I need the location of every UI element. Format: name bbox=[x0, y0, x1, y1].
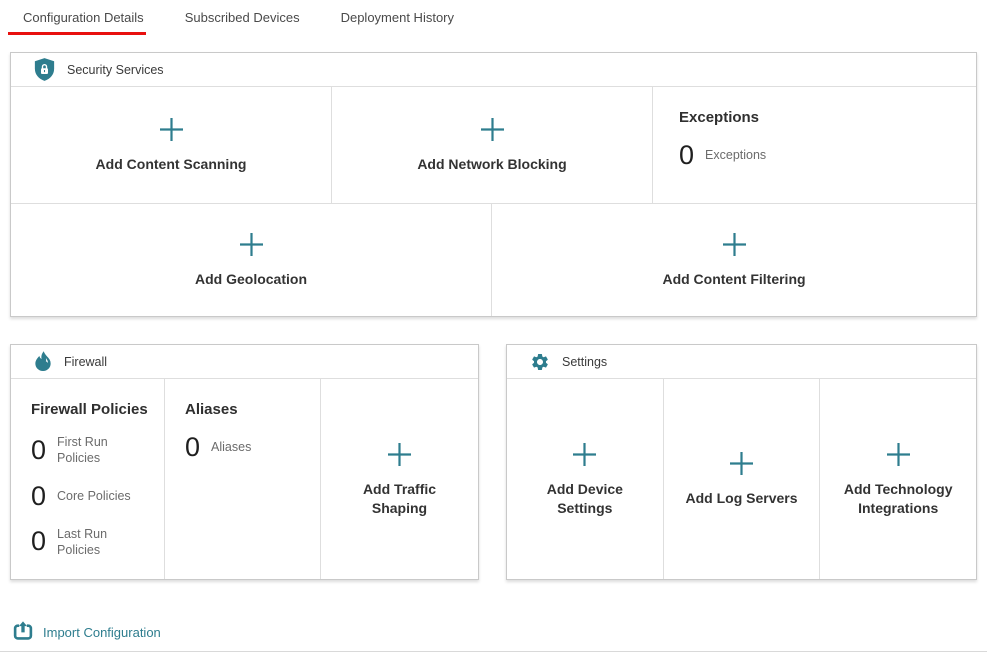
plus-icon bbox=[728, 450, 755, 482]
add-technology-integrations-button[interactable]: Add Technology Integrations bbox=[819, 379, 976, 579]
core-policies-stat: 0 Core Policies bbox=[31, 480, 158, 511]
tab-subscribed-devices[interactable]: Subscribed Devices bbox=[184, 10, 300, 25]
add-technology-integrations-label: Add Technology Integrations bbox=[843, 481, 953, 516]
settings-panel: Settings Add Device Settings Add Log Ser… bbox=[506, 344, 977, 580]
aliases-count: 0 bbox=[185, 432, 201, 462]
security-services-header: Security Services bbox=[11, 53, 976, 87]
exceptions-title: Exceptions bbox=[679, 109, 760, 126]
plus-icon bbox=[386, 441, 413, 473]
plus-icon bbox=[479, 116, 506, 148]
security-services-title: Security Services bbox=[67, 62, 164, 77]
firewall-header: Firewall bbox=[11, 345, 478, 379]
exceptions-count: 0 bbox=[679, 140, 695, 170]
add-device-settings-button[interactable]: Add Device Settings bbox=[507, 379, 663, 579]
import-upload-icon bbox=[12, 620, 34, 644]
shield-lock-icon bbox=[34, 58, 55, 81]
plus-icon bbox=[885, 441, 912, 473]
firewall-policies-cell[interactable]: Firewall Policies 0 First Run Policies 0… bbox=[11, 379, 164, 579]
first-run-policies-count: 0 bbox=[31, 434, 47, 465]
tab-bar: Configuration Details Subscribed Devices… bbox=[0, 0, 987, 52]
import-configuration-label: Import Configuration bbox=[43, 624, 161, 640]
add-traffic-shaping-label: Add Traffic Shaping bbox=[362, 481, 437, 516]
security-services-panel: Security Services Add Content Scanning A… bbox=[10, 52, 977, 317]
add-log-servers-button[interactable]: Add Log Servers bbox=[662, 379, 820, 579]
last-run-policies-count: 0 bbox=[31, 526, 47, 557]
add-network-blocking-label: Add Network Blocking bbox=[417, 156, 567, 173]
security-row-2: Add Geolocation Add Content Filtering bbox=[11, 204, 976, 316]
tab-deployment-history[interactable]: Deployment History bbox=[340, 10, 455, 25]
add-traffic-shaping-button[interactable]: Add Traffic Shaping bbox=[320, 379, 478, 579]
exceptions-cell[interactable]: Exceptions 0 Exceptions bbox=[652, 87, 976, 203]
bottom-panels-row: Firewall Firewall Policies 0 First Run P… bbox=[10, 344, 977, 580]
plus-icon bbox=[158, 116, 185, 148]
add-device-settings-label: Add Device Settings bbox=[546, 481, 623, 516]
import-configuration-link[interactable]: Import Configuration bbox=[12, 620, 161, 644]
add-content-filtering-label: Add Content Filtering bbox=[662, 271, 806, 288]
gear-icon bbox=[530, 352, 550, 372]
aliases-cell[interactable]: Aliases 0 Aliases bbox=[164, 379, 320, 579]
plus-icon bbox=[238, 231, 265, 263]
settings-body: Add Device Settings Add Log Servers Add … bbox=[507, 379, 976, 579]
aliases-title: Aliases bbox=[185, 401, 238, 418]
core-policies-label: Core Policies bbox=[57, 488, 131, 503]
security-row-1: Add Content Scanning Add Network Blockin… bbox=[11, 87, 976, 204]
aliases-count-label: Aliases bbox=[211, 440, 252, 455]
plus-icon bbox=[721, 231, 748, 263]
plus-icon bbox=[571, 441, 598, 473]
exceptions-stat: 0 Exceptions bbox=[679, 142, 968, 169]
add-content-scanning-button[interactable]: Add Content Scanning bbox=[11, 87, 331, 203]
firewall-title: Firewall bbox=[64, 354, 108, 369]
tab-configuration-details[interactable]: Configuration Details bbox=[8, 9, 146, 35]
last-run-policies-stat: 0 Last Run Policies bbox=[31, 526, 158, 559]
page-bottom-divider bbox=[0, 651, 987, 652]
add-log-servers-label: Add Log Servers bbox=[685, 490, 798, 507]
add-geolocation-label: Add Geolocation bbox=[195, 271, 307, 288]
firewall-panel: Firewall Firewall Policies 0 First Run P… bbox=[10, 344, 479, 580]
flame-icon bbox=[34, 350, 52, 373]
aliases-stat: 0 Aliases bbox=[185, 434, 314, 461]
last-run-policies-label: Last Run Policies bbox=[57, 526, 108, 557]
firewall-body: Firewall Policies 0 First Run Policies 0… bbox=[11, 379, 478, 579]
firewall-policies-title: Firewall Policies bbox=[31, 401, 148, 418]
exceptions-count-label: Exceptions bbox=[705, 148, 767, 163]
core-policies-count: 0 bbox=[31, 480, 47, 511]
settings-header: Settings bbox=[507, 345, 976, 379]
add-geolocation-button[interactable]: Add Geolocation bbox=[11, 204, 491, 316]
first-run-policies-label: First Run Policies bbox=[57, 435, 108, 466]
settings-title: Settings bbox=[562, 354, 608, 369]
first-run-policies-stat: 0 First Run Policies bbox=[31, 434, 158, 467]
add-network-blocking-button[interactable]: Add Network Blocking bbox=[331, 87, 652, 203]
add-content-scanning-label: Add Content Scanning bbox=[95, 156, 247, 173]
add-content-filtering-button[interactable]: Add Content Filtering bbox=[491, 204, 976, 316]
